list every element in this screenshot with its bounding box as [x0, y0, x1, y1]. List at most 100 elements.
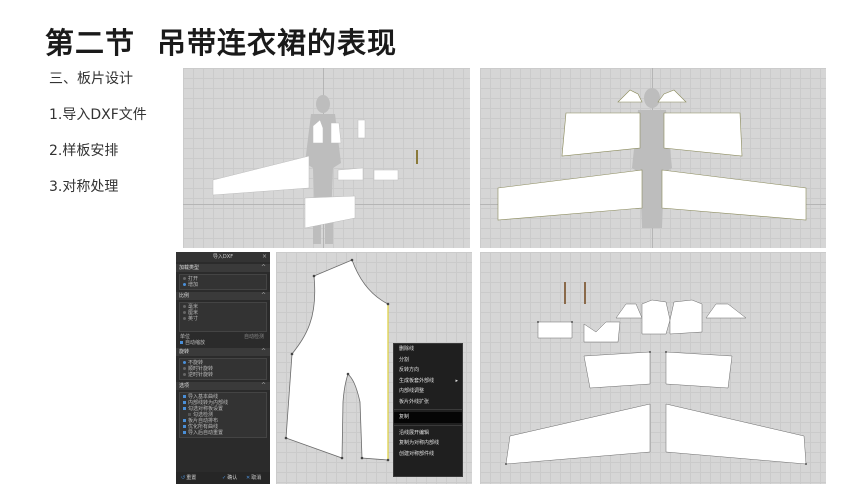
menu-item-create-symmetric[interactable]: 创建对称部件线: [394, 449, 462, 460]
symmetric-result-drawing: [505, 282, 807, 465]
chevron-right-icon: ▸: [455, 377, 458, 384]
menu-item-reverse[interactable]: 反转方向: [394, 365, 462, 376]
ok-button[interactable]: ✓确认: [220, 475, 239, 482]
step-symmetry: 3.对称处理: [49, 179, 119, 195]
menu-item-label: 复制: [399, 414, 410, 420]
unit-value[interactable]: 自动检测: [243, 334, 264, 340]
section-options[interactable]: 选项 ^: [176, 382, 270, 390]
checkbox-option-label: 优化所有曲线: [188, 424, 219, 430]
menu-divider: [394, 424, 462, 426]
imported-pieces-drawing: [183, 68, 470, 248]
menu-item-label: 沿线展开编辑: [399, 429, 430, 436]
chevron-up-icon[interactable]: ^: [260, 264, 266, 271]
checkbox-option-label: 内部线转为内部线: [188, 400, 229, 406]
dialog-footer: ↺重置 ✓确认 ✕取消: [176, 472, 270, 484]
section-topic: 吊带连衣裙的表现: [157, 26, 398, 60]
radio-no-rotate-label: 不旋转: [188, 360, 204, 366]
menu-item-unfold-edit[interactable]: 沿线展开编辑: [394, 428, 462, 439]
step-panel-design: 三、板片设计: [49, 71, 133, 87]
radio-open[interactable]: 打开: [183, 276, 263, 282]
bodice-piece: [312, 119, 324, 144]
section-scale[interactable]: 比例 ^: [176, 292, 270, 300]
checkbox-option[interactable]: 勾选对称板设置: [183, 406, 263, 412]
context-menu: 删除线 分割 反转方向 生成板套外部线 ▸ 内部线调整 板片外线扩张 复制 沿线展…: [393, 343, 463, 477]
section-load-type-label: 加载类型: [179, 265, 200, 271]
section-rotation[interactable]: 旋转 ^: [176, 348, 270, 356]
radio-ccw[interactable]: 逆时针旋转: [183, 372, 263, 378]
canvas-arranged-pieces[interactable]: [480, 68, 826, 248]
menu-item-label: 创建对称部件线: [399, 450, 435, 457]
menu-item-label: 删除线: [399, 346, 415, 352]
checkbox-option-label: 导入基本曲线: [188, 394, 219, 400]
radio-open-label: 打开: [188, 276, 199, 282]
section-options-label: 选项: [179, 383, 190, 389]
reset-button-label: 重置: [186, 475, 197, 481]
checkbox-option[interactable]: 内部线转为内部线: [183, 400, 263, 406]
unit-row[interactable]: 单位 自动检测: [176, 334, 270, 340]
arranged-pieces-drawing: [480, 68, 826, 248]
checkbox-option-label: 导入后自动重置: [188, 430, 224, 436]
radio-ccw-label: 逆时针旋转: [188, 372, 214, 378]
cancel-button[interactable]: ✕取消: [244, 475, 263, 482]
chevron-up-icon[interactable]: ^: [260, 382, 266, 389]
checkbox-option[interactable]: 优化所有曲线: [183, 424, 263, 430]
checkbox-option-label: 勾选对称板设置: [188, 406, 224, 412]
step-arrange: 2.样板安排: [49, 143, 119, 159]
chevron-up-icon[interactable]: ^: [260, 292, 266, 299]
skirt-piece: [212, 155, 310, 196]
options-list: 导入基本曲线 内部线转为内部线 勾选对称板设置 勾选检测 板片自动排布 优化所有…: [179, 392, 267, 438]
canvas-imported-pieces[interactable]: [183, 68, 470, 248]
reset-button[interactable]: ↺重置: [179, 475, 198, 482]
menu-item-label: 生成板套外部线: [399, 377, 435, 384]
checkbox-option[interactable]: 勾选检测: [183, 412, 263, 418]
radio-cw[interactable]: 顺时针旋转: [183, 366, 263, 372]
radio-mm[interactable]: 毫米: [183, 304, 263, 310]
unit-label: 单位: [180, 334, 191, 340]
menu-item-internal-adjust[interactable]: 内部线调整: [394, 386, 462, 397]
menu-item-expand[interactable]: 板片外线扩张: [394, 397, 462, 408]
radio-cm-label: 厘米: [188, 310, 199, 316]
menu-item-generate-outline[interactable]: 生成板套外部线 ▸: [394, 376, 462, 387]
load-type-options: 打开 增加: [179, 274, 267, 290]
menu-item-split[interactable]: 分割: [394, 355, 462, 366]
ok-button-label: 确认: [227, 475, 238, 481]
menu-item-delete-line[interactable]: 删除线: [394, 344, 462, 355]
checkbox-option[interactable]: 导入基本曲线: [183, 394, 263, 400]
canvas-symmetric-result[interactable]: [480, 252, 826, 484]
radio-mm-label: 毫米: [188, 304, 199, 310]
menu-item-label: 板片外线扩张: [399, 398, 430, 405]
menu-item-label: 内部线调整: [399, 388, 425, 394]
auto-scale-checkbox[interactable]: 自动缩放: [176, 340, 270, 346]
piece-edit-drawing: [284, 258, 390, 462]
menu-item-label: 反转方向: [399, 367, 420, 373]
dialog-title-bar[interactable]: 导入DXF ×: [176, 252, 270, 262]
radio-cm[interactable]: 厘米: [183, 310, 263, 316]
menu-item-label: 分割: [399, 356, 410, 363]
scale-options: 毫米 厘米 英寸: [179, 302, 267, 332]
radio-add[interactable]: 增加: [183, 282, 263, 288]
radio-inch-label: 英寸: [188, 316, 199, 322]
radio-add-label: 增加: [188, 282, 199, 288]
rotation-options: 不旋转 顺时针旋转 逆时针旋转: [179, 358, 267, 380]
menu-item-copy-symmetric[interactable]: 复制为对称内部线: [394, 438, 462, 449]
close-icon[interactable]: ×: [261, 253, 267, 260]
bodice-piece-large: [285, 259, 389, 461]
checkbox-option[interactable]: 导入后自动重置: [183, 430, 263, 436]
menu-item-copy[interactable]: 复制: [394, 412, 462, 423]
cancel-button-label: 取消: [251, 475, 262, 481]
left-skirt-panel: [497, 169, 643, 221]
radio-inch[interactable]: 英寸: [183, 316, 263, 322]
section-load-type[interactable]: 加载类型 ^: [176, 264, 270, 272]
right-skirt-panel: [661, 169, 807, 221]
radio-no-rotate[interactable]: 不旋转: [183, 360, 263, 366]
chevron-up-icon[interactable]: ^: [260, 348, 266, 355]
menu-divider: [394, 409, 462, 410]
checkbox-option-label: 勾选检测: [193, 412, 214, 418]
step-import-dxf: 1.导入DXF文件: [49, 107, 147, 123]
left-upper-panel: [561, 112, 641, 157]
right-upper-panel: [663, 112, 743, 157]
auto-scale-label: 自动缩放: [185, 340, 206, 346]
section-scale-label: 比例: [179, 293, 190, 299]
checkbox-option[interactable]: 板片自动排布: [183, 418, 263, 424]
close-icon: ✕: [246, 475, 251, 481]
